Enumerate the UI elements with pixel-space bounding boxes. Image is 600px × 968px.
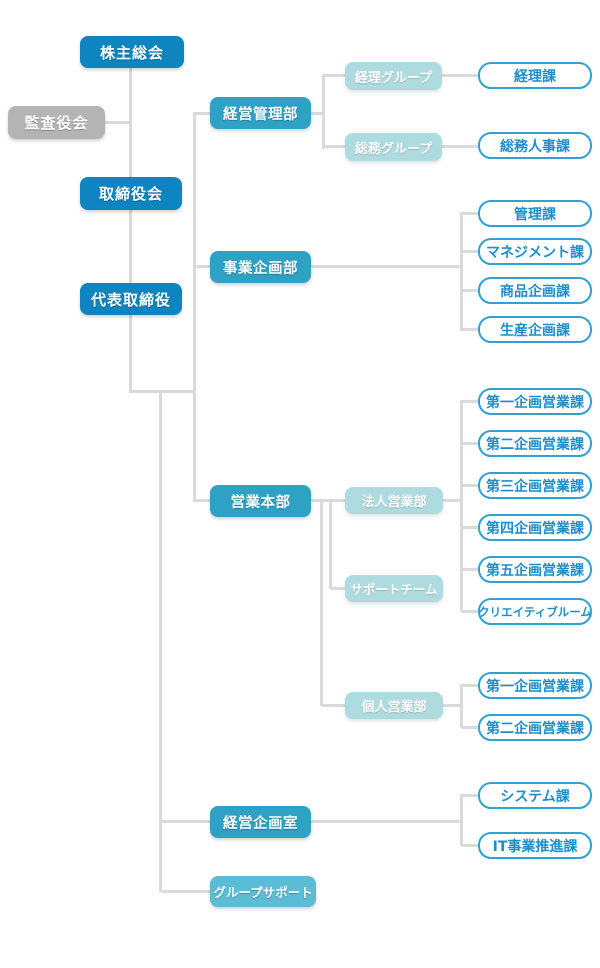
connector-line: [462, 794, 478, 797]
org-node-system-section: システム課: [478, 782, 592, 809]
org-node-creative-room: クリエイティブルーム: [478, 598, 592, 625]
connector-line: [462, 526, 478, 529]
connector-line: [162, 820, 210, 823]
connector-line: [196, 265, 210, 268]
org-node-corp-sales-section-5: 第五企画営業課: [478, 556, 592, 583]
connector-line: [462, 610, 478, 613]
org-node-general-affairs-group: 総務グループ: [345, 133, 442, 161]
connector-line: [311, 112, 324, 115]
connector-line: [129, 315, 132, 393]
org-node-ind-sales-section-2: 第二企画営業課: [478, 714, 592, 741]
connector-line: [462, 212, 478, 215]
connector-line: [311, 820, 462, 823]
org-node-ind-sales-section-1: 第一企画営業課: [478, 672, 592, 699]
connector-line: [129, 210, 132, 283]
connector-line: [462, 844, 478, 847]
connector-line: [462, 250, 478, 253]
org-node-sales-hq: 営業本部: [210, 485, 311, 517]
connector-line: [443, 704, 462, 707]
connector-line: [325, 74, 345, 77]
org-node-mgmt-admin-dept: 経営管理部: [210, 97, 311, 129]
org-node-corp-sales-section-2: 第二企画営業課: [478, 430, 592, 457]
org-node-admin-section: 管理課: [478, 200, 592, 227]
connector-line: [322, 704, 345, 707]
connector-line: [462, 568, 478, 571]
org-node-it-business-promotion-section: IT事業推進課: [478, 832, 592, 859]
connector-line: [442, 74, 478, 77]
connector-line: [196, 112, 210, 115]
connector-line: [460, 212, 463, 331]
org-node-representative-director: 代表取締役: [80, 283, 182, 315]
org-node-corporate-sales-dept: 法人営業部: [345, 487, 443, 514]
connector-line: [104, 121, 130, 124]
connector-line: [322, 74, 325, 149]
org-node-accounting-group: 経理グループ: [345, 62, 442, 90]
connector-line: [129, 68, 132, 177]
connector-line: [460, 400, 463, 612]
org-node-audit-board: 監査役会: [8, 106, 105, 139]
org-node-management-section: マネジメント課: [478, 238, 592, 265]
connector-line: [462, 726, 478, 729]
connector-line: [311, 499, 345, 502]
connector-line: [329, 499, 332, 589]
connector-line: [159, 390, 162, 892]
connector-line: [442, 145, 478, 148]
org-node-biz-planning-dept: 事業企画部: [210, 251, 311, 283]
org-node-support-team: サポートチーム: [345, 575, 443, 602]
connector-line: [129, 390, 196, 393]
org-node-corp-sales-section-3: 第三企画営業課: [478, 472, 592, 499]
org-node-production-planning-section: 生産企画課: [478, 316, 592, 343]
connector-line: [462, 289, 478, 292]
connector-line: [443, 499, 462, 502]
connector-line: [320, 499, 323, 706]
org-node-mgmt-planning-office: 経営企画室: [210, 806, 311, 838]
connector-line: [462, 442, 478, 445]
connector-line: [331, 587, 345, 590]
org-node-individual-sales-dept: 個人営業部: [345, 692, 443, 719]
connector-line: [311, 265, 462, 268]
org-node-accounting-section: 経理課: [478, 62, 592, 89]
org-node-group-support: グループサポート: [210, 876, 316, 907]
org-node-corp-sales-section-4: 第四企画営業課: [478, 514, 592, 541]
connector-line: [462, 400, 478, 403]
connector-line: [460, 794, 463, 846]
connector-line: [462, 328, 478, 331]
connector-line: [162, 890, 210, 893]
connector-line: [462, 484, 478, 487]
org-node-board-of-directors: 取締役会: [80, 177, 182, 210]
connector-line: [196, 499, 210, 502]
org-node-product-planning-section: 商品企画課: [478, 277, 592, 304]
connector-line: [460, 684, 463, 728]
org-node-shareholders-meeting: 株主総会: [80, 36, 184, 68]
org-node-general-affairs-hr-section: 総務人事課: [478, 132, 592, 159]
connector-line: [193, 112, 196, 502]
connector-line: [325, 145, 345, 148]
connector-line: [462, 684, 478, 687]
org-node-corp-sales-section-1: 第一企画営業課: [478, 388, 592, 415]
